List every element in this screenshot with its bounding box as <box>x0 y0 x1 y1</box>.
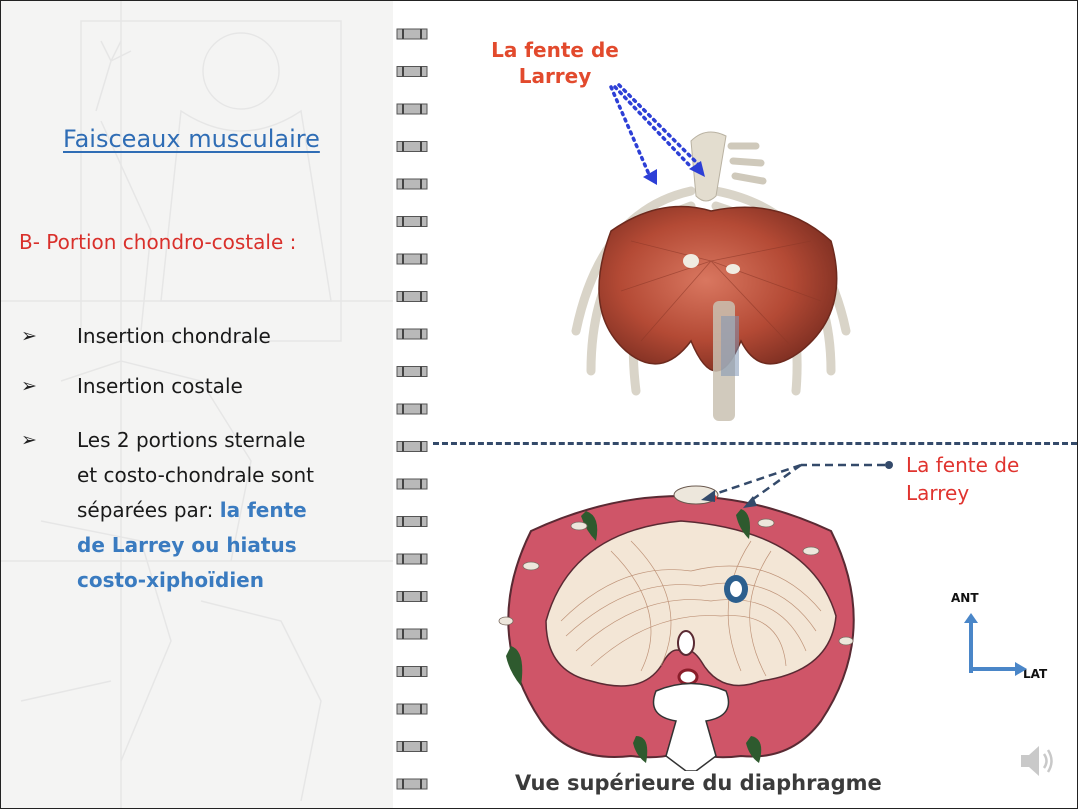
background-sketch <box>1 1 393 808</box>
spiral-ring <box>397 217 427 227</box>
bullet-marker: ➢ <box>21 429 37 451</box>
spiral-ring <box>397 292 427 302</box>
spiral-ring <box>397 254 427 264</box>
spiral-ring <box>397 29 427 39</box>
spiral-ring <box>397 517 427 527</box>
highlight-la-fente: la fente <box>220 498 307 522</box>
bullet-line-1: Les 2 portions sternale <box>77 423 314 458</box>
spiral-ring <box>397 404 427 414</box>
bullet-line-2: et costo-chondrale sont <box>77 458 314 493</box>
spiral-ring <box>397 667 427 677</box>
slide-title: Faisceaux musculaire <box>63 125 320 153</box>
bullet-insertion-chondrale: Insertion chondrale <box>77 319 271 354</box>
figure-caption: Vue supérieure du diaphragme <box>515 771 882 795</box>
spiral-ring <box>397 142 427 152</box>
spiral-ring <box>397 67 427 77</box>
spiral-ring <box>397 629 427 639</box>
section-subtitle: B- Portion chondro-costale : <box>19 230 296 254</box>
orientation-ant-label: ANT <box>951 591 979 605</box>
spiral-ring <box>397 442 427 452</box>
spiral-ring <box>397 367 427 377</box>
spiral-ring <box>397 479 427 489</box>
pointer-arrows <box>661 456 901 536</box>
spiral-ring <box>397 704 427 714</box>
spiral-ring <box>397 554 427 564</box>
larrey-label-bottom: La fente de Larrey <box>906 451 1019 507</box>
larrey-label-top-line1: La fente de <box>475 37 635 63</box>
notebook-spiral-binding <box>389 19 437 804</box>
bullet-line-3: séparées par: la fente <box>77 493 314 528</box>
left-panel: Faisceaux musculaire B- Portion chondro-… <box>1 1 393 808</box>
spiral-ring <box>397 179 427 189</box>
dashed-separator <box>433 442 1077 445</box>
bullet-marker: ➢ <box>21 375 37 397</box>
highlight-line-4: de Larrey ou hiatus <box>77 528 314 563</box>
larrey-label-bottom-line2: Larrey <box>906 479 1019 507</box>
spiral-ring <box>397 329 427 339</box>
bullet-separation-text: Les 2 portions sternale et costo-chondra… <box>77 423 314 598</box>
highlight-line-5: costo-xiphoïdien <box>77 563 314 598</box>
bullet-marker: ➢ <box>21 325 37 347</box>
bullet-line-3-plain: séparées par: <box>77 498 220 522</box>
spiral-ring <box>397 592 427 602</box>
arrow-right-icon <box>969 661 1027 677</box>
spiral-ring <box>397 779 427 789</box>
bullet-insertion-costale: Insertion costale <box>77 369 243 404</box>
speaker-icon[interactable] <box>1017 741 1057 781</box>
dotted-arrows <box>591 81 721 191</box>
larrey-label-bottom-line1: La fente de <box>906 451 1019 479</box>
spiral-ring <box>397 742 427 752</box>
spiral-ring <box>397 104 427 114</box>
